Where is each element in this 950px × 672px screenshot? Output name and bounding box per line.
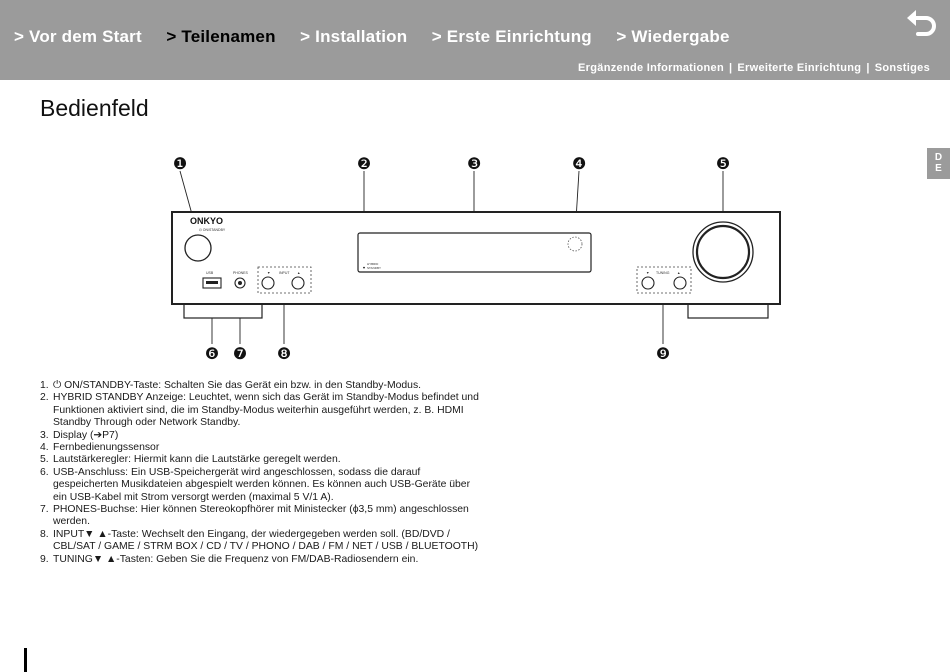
brand-logo: ONKYO	[190, 216, 223, 226]
link-sonstiges[interactable]: Sonstiges	[874, 62, 930, 74]
item-number: 5.	[40, 454, 49, 466]
front-panel-diagram: ONKYO ⏻ ON/STANDBY USB PHONES INPUT ▼ ▲ …	[171, 154, 781, 363]
standby-label: STANDBY	[367, 266, 381, 270]
nav-tabs: > Vor dem Start > Teilenamen > Installat…	[14, 27, 750, 47]
item-number: 4.	[40, 442, 49, 454]
list-item: 2. HYBRID STANDBY Anzeige: Leuchtet, wenn…	[40, 392, 480, 429]
link-separator: |	[728, 62, 733, 74]
power-button	[184, 234, 212, 262]
description-list: 1. ⏻ ON/STANDBY-Taste: Schalten Sie das G…	[40, 380, 480, 566]
language-tab-letter: D	[934, 152, 943, 163]
hybrid-label: HYBRID	[367, 262, 379, 266]
return-arrow-icon[interactable]	[904, 8, 938, 38]
callout-7: ❼	[233, 344, 247, 363]
item-number: 9.	[40, 553, 49, 565]
item-text: ⏻ ON/STANDBY-Taste: Schalten Sie das Ger…	[53, 380, 422, 391]
list-item: 5. Lautstärkeregler: Hiermit kann die Lau…	[40, 454, 480, 466]
up-arrow-icon: ▲	[297, 271, 300, 275]
item-text: HYBRID STANDBY Anzeige: Leuchtet, wenn s…	[53, 392, 479, 429]
input-up-button	[291, 276, 305, 290]
secondary-links: Ergänzende Informationen | Erweiterte Einr…	[578, 62, 930, 74]
input-down-button	[261, 276, 275, 290]
item-text: PHONES-Buchse: Hier können Stereokopfhör…	[53, 504, 469, 528]
page-title: Bedienfeld	[40, 95, 149, 121]
volume-knob	[695, 224, 751, 280]
callout-4: ❹	[572, 154, 586, 173]
down-arrow-icon: ▼	[646, 271, 649, 275]
callout-1: ❶	[173, 154, 187, 173]
callout-9: ❾	[656, 344, 670, 363]
callout-2: ❷	[357, 154, 371, 173]
page-margin-mark	[24, 648, 27, 672]
list-item: 9. TUNING▼ ▲-Tasten: Geben Sie die Freque…	[40, 554, 480, 566]
tab-vor-dem-start[interactable]: > Vor dem Start	[14, 27, 142, 46]
list-item: 7. PHONES-Buchse: Hier können Stereokopfh…	[40, 504, 480, 529]
language-tab-letter: E	[935, 163, 942, 174]
display-panel	[357, 232, 592, 273]
up-arrow-icon: ▲	[677, 271, 680, 275]
item-text: Fernbedienungssensor	[53, 442, 160, 454]
item-number: 8.	[40, 528, 49, 540]
item-text[interactable]: Display (➔P7)	[53, 429, 119, 441]
link-erweiterte-einrichtung[interactable]: Erweiterte Einrichtung	[737, 62, 862, 74]
item-text: TUNING▼ ▲-Tasten: Geben Sie die Frequenz…	[53, 553, 419, 565]
tuning-up-button	[673, 276, 687, 290]
language-tab[interactable]: D E	[927, 148, 950, 179]
tuning-label: TUNING	[656, 271, 670, 275]
list-item: 3. Display (➔P7)	[40, 430, 480, 442]
item-text: USB-Anschluss: Ein USB-Speichergerät wir…	[53, 466, 471, 503]
remote-sensor	[567, 236, 583, 252]
item-number: 7.	[40, 504, 49, 516]
tuning-down-button	[641, 276, 655, 290]
list-item: 8. INPUT▼ ▲-Taste: Wechselt den Eingang, …	[40, 529, 480, 554]
callout-5: ❺	[716, 154, 730, 173]
item-text: INPUT▼ ▲-Taste: Wechselt den Eingang, de…	[53, 528, 479, 553]
tab-erste-einrichtung[interactable]: > Erste Einrichtung	[431, 27, 592, 46]
item-number: 6.	[40, 466, 49, 478]
tab-teilenamen[interactable]: > Teilenamen	[166, 27, 276, 46]
tab-installation[interactable]: > Installation	[300, 27, 408, 46]
link-separator: |	[866, 62, 870, 74]
list-item: 4. Fernbedienungssensor	[40, 442, 480, 454]
usb-label: USB	[206, 271, 214, 275]
hybrid-standby-indicator	[363, 266, 365, 269]
callout-6: ❻	[205, 344, 219, 363]
callout-8: ❽	[277, 344, 291, 363]
top-navigation-bar: > Vor dem Start > Teilenamen > Installat…	[0, 0, 950, 80]
link-ergaenzende-informationen[interactable]: Ergänzende Informationen	[578, 62, 724, 74]
item-number: 3.	[40, 429, 49, 441]
item-number: 2.	[40, 392, 49, 404]
input-label: INPUT	[279, 271, 290, 275]
callout-3: ❸	[467, 154, 481, 173]
item-text: Lautstärkeregler: Hiermit kann die Lauts…	[53, 454, 341, 466]
input-button-group	[257, 266, 312, 294]
list-item: 6. USB-Anschluss: Ein USB-Speichergerät w…	[40, 467, 480, 504]
list-item: 1. ⏻ ON/STANDBY-Taste: Schalten Sie das G…	[40, 380, 480, 392]
down-arrow-icon: ▼	[267, 271, 270, 275]
phones-label: PHONES	[233, 271, 248, 275]
tab-wiedergabe[interactable]: > Wiedergabe	[616, 27, 730, 46]
power-label: ⏻ ON/STANDBY	[199, 228, 226, 232]
item-number: 1.	[40, 380, 49, 391]
